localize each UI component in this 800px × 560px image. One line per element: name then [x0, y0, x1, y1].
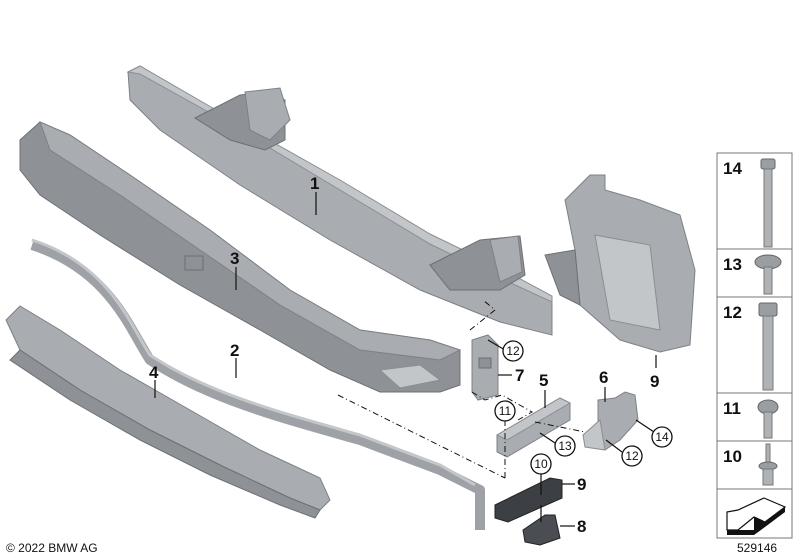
callout-9-crash-box: 9: [650, 372, 659, 391]
circled-callout-14: 14: [655, 430, 669, 444]
circled-callout-10: 10: [534, 457, 548, 471]
callout-1: 1: [310, 174, 319, 193]
callout-4: 4: [149, 363, 159, 382]
foam-pad-8-part[interactable]: [522, 514, 561, 546]
callout-6: 6: [599, 368, 608, 387]
callout-7: 7: [515, 366, 524, 385]
circled-callout-12-lower: 12: [625, 449, 639, 463]
torx-collar-screw-icon: [754, 254, 782, 295]
bracket-5-part[interactable]: [495, 397, 572, 458]
hex-bolt-icon: [758, 302, 778, 391]
panel-label-13: 13: [723, 255, 742, 274]
foam-pad-9-part[interactable]: [494, 477, 563, 523]
copyright-text: © 2022 BMW AG: [6, 541, 98, 555]
circled-callout-13: 13: [558, 439, 572, 453]
bracket-7-part[interactable]: [471, 334, 499, 401]
bracket-6-part[interactable]: [582, 391, 639, 451]
expanding-rivet-icon: [758, 443, 778, 486]
fastener-panel: 14 13 12 11 10: [716, 152, 793, 539]
circled-callout-12-upper: 12: [506, 344, 520, 358]
hex-bolt-long-icon: [760, 158, 776, 248]
crash-box-part[interactable]: [544, 174, 696, 353]
panel-label-14: 14: [723, 159, 742, 178]
energy-absorber-part[interactable]: [19, 121, 462, 393]
callout-2: 2: [230, 341, 239, 360]
direction-arrow-icon: [726, 497, 787, 535]
panel-label-12: 12: [723, 303, 742, 322]
assembly-lines: [337, 299, 586, 479]
callout-8: 8: [577, 517, 586, 536]
circled-callout-11: 11: [499, 404, 512, 418]
leader-lines: [154, 192, 657, 527]
panel-label-11: 11: [723, 399, 741, 418]
lower-absorber-part[interactable]: [5, 305, 331, 519]
torx-screw-icon: [757, 399, 779, 439]
callout-5: 5: [539, 371, 548, 390]
panel-label-10: 10: [723, 447, 742, 466]
callout-3: 3: [230, 249, 239, 268]
callout-9-foam: 9: [577, 475, 586, 494]
trim-strip-part[interactable]: [30, 238, 485, 530]
image-number: 529146: [737, 541, 778, 555]
bumper-carrier-part[interactable]: [126, 65, 553, 336]
